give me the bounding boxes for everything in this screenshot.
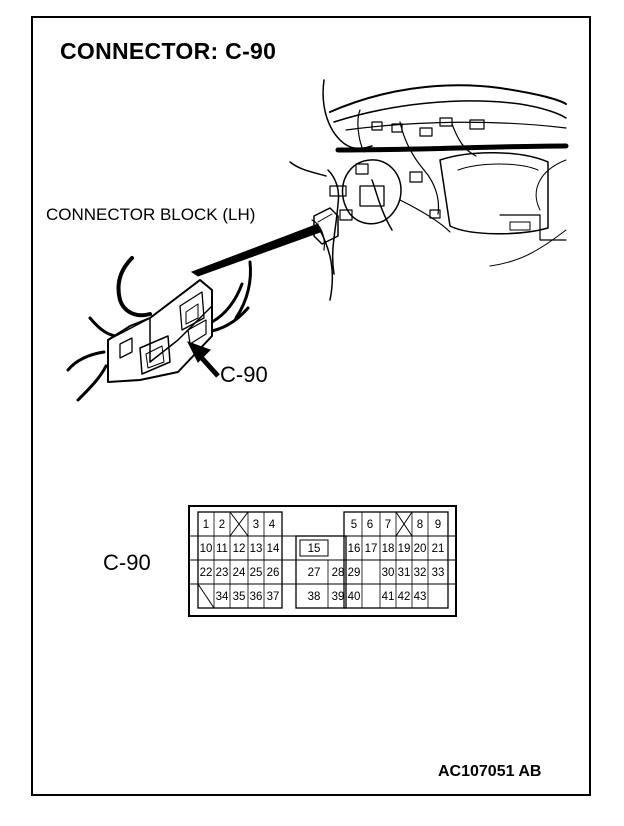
pin-label: 26 xyxy=(267,567,280,579)
pin-label: 34 xyxy=(216,591,229,603)
pin-label: 41 xyxy=(382,591,395,603)
connector-block-label: CONNECTOR BLOCK (LH) xyxy=(46,205,256,224)
c90-arrow-icon xyxy=(186,341,220,378)
pin-label: 31 xyxy=(398,567,411,579)
pin-numbers: 1 2 3 4 5 6 7 8 9 10 11 12 13 14 15 16 1… xyxy=(200,519,445,603)
pin-label: 3 xyxy=(253,519,259,531)
pin-label: 22 xyxy=(200,567,213,579)
pin-label: 21 xyxy=(432,543,445,555)
connector-face-label: C-90 xyxy=(103,550,151,575)
pin-label: 43 xyxy=(414,591,427,603)
pin-label: 25 xyxy=(250,567,263,579)
pin-label: 14 xyxy=(267,543,280,555)
figure-code: AC107051 AB xyxy=(438,763,542,780)
pin-label: 8 xyxy=(417,519,423,531)
figure-frame xyxy=(31,16,591,796)
pin-label: 6 xyxy=(367,519,373,531)
pin-label: 42 xyxy=(398,591,411,603)
pin-label: 1 xyxy=(203,519,209,531)
pin-label: 33 xyxy=(432,567,445,579)
pin-label: 7 xyxy=(385,519,391,531)
pin-label: 30 xyxy=(382,567,395,579)
pin-label: 27 xyxy=(308,567,321,579)
figure-title: CONNECTOR: C-90 xyxy=(60,38,277,64)
pin-label: 39 xyxy=(332,591,345,603)
pin-label: 37 xyxy=(267,591,280,603)
callout-leader xyxy=(190,223,321,277)
connector-face xyxy=(188,505,457,617)
pin-label: 24 xyxy=(233,567,246,579)
dashboard-illustration xyxy=(289,79,569,301)
connector-block-drawing xyxy=(66,256,252,402)
pin-label: 36 xyxy=(250,591,263,603)
pin-label: 20 xyxy=(414,543,427,555)
pin-label: 12 xyxy=(233,543,246,555)
pin-label: 19 xyxy=(398,543,411,555)
pin-label: 38 xyxy=(308,591,321,603)
pin-label: 13 xyxy=(250,543,263,555)
pin-label: 29 xyxy=(348,567,361,579)
pin-label: 15 xyxy=(308,543,321,555)
pin-label: 23 xyxy=(216,567,229,579)
pin-label: 16 xyxy=(348,543,361,555)
pin-label: 2 xyxy=(219,519,225,531)
pin-label: 40 xyxy=(348,591,361,603)
connector-callout-label: C-90 xyxy=(220,362,268,387)
pin-label: 35 xyxy=(233,591,246,603)
pin-label: 28 xyxy=(332,567,345,579)
pin-label: 5 xyxy=(351,519,357,531)
pin-label: 11 xyxy=(216,543,228,555)
pin-label: 17 xyxy=(365,543,378,555)
pin-label: 4 xyxy=(269,519,276,531)
pin-label: 18 xyxy=(382,543,395,555)
pin-label: 32 xyxy=(414,567,427,579)
pin-label: 10 xyxy=(200,543,213,555)
pin-label: 9 xyxy=(435,519,441,531)
